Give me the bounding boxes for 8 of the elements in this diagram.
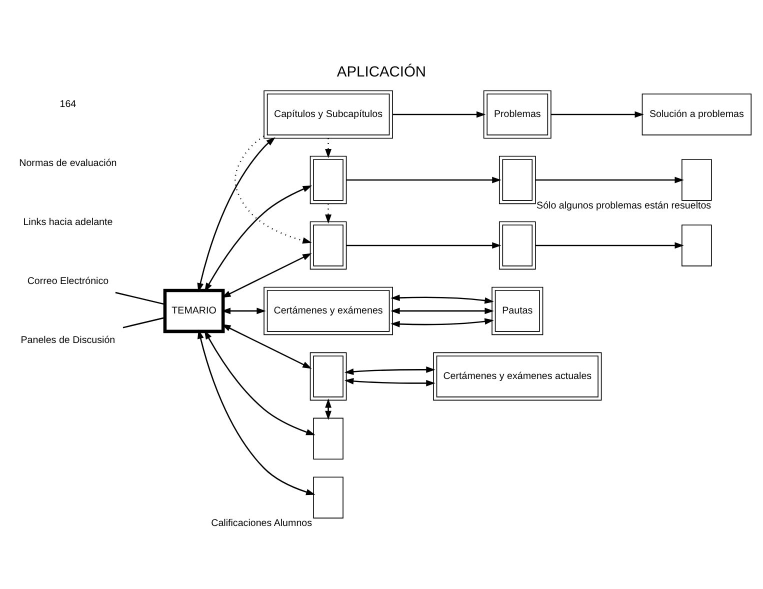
label: Normas de evaluación — [19, 158, 117, 169]
node-text: Paneles de Discusión — [20, 334, 116, 346]
label: 164 — [60, 98, 76, 110]
node-label: Calificaciones Alumnos — [211, 517, 312, 528]
diagram-title: APLICACIÓN — [336, 64, 426, 80]
node-label: Sólo algunos problemas están resueltos — [536, 200, 712, 211]
node-text: Correo Electrónico — [27, 276, 109, 287]
label: Links hacia adelante — [23, 216, 113, 228]
